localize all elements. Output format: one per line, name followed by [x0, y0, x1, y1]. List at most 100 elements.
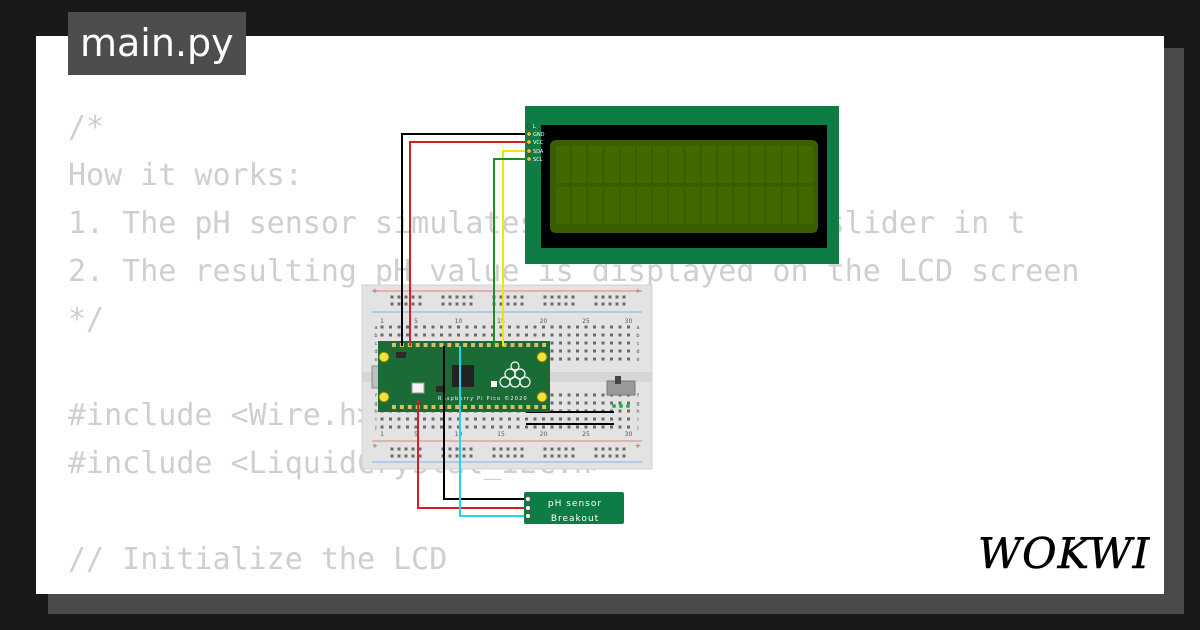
ph-sensor-breakout[interactable]: pH sensor Breakout	[524, 492, 624, 524]
lcd-char-cell	[604, 146, 619, 183]
lcd-char-cell	[620, 187, 635, 224]
lcd-char-cell	[556, 187, 570, 224]
bootsel-button[interactable]	[411, 382, 425, 394]
pico-pin[interactable]	[407, 405, 412, 409]
breadboard-row-letter: c	[375, 341, 378, 347]
pico-pin[interactable]	[526, 343, 531, 347]
lcd-char-cell	[799, 187, 813, 224]
breadboard-column-number: 10	[455, 431, 463, 438]
raspberry-pi-pico[interactable]: Raspberry Pi Pico ©2020	[371, 341, 550, 412]
pico-pin[interactable]	[392, 343, 396, 347]
lcd-char-cell	[718, 187, 732, 224]
lcd-char-cell	[637, 187, 651, 224]
pico-pin[interactable]	[526, 405, 531, 409]
pico-pin[interactable]	[463, 343, 468, 347]
wire-sensor-signal	[459, 346, 528, 517]
lcd-char-cell	[701, 187, 716, 224]
pico-pin[interactable]	[486, 343, 491, 347]
lcd-pin[interactable]	[526, 148, 532, 154]
lcd-char-cell	[750, 146, 765, 183]
pico-pin[interactable]	[510, 405, 515, 409]
wire-lcd-gnd	[401, 133, 528, 346]
breadboard-column-number: 30	[625, 318, 633, 325]
lcd-char-cell	[718, 146, 732, 183]
pico-pin[interactable]	[399, 405, 404, 409]
pico-pin[interactable]	[431, 405, 436, 409]
pico-pin[interactable]	[423, 405, 428, 409]
lcd-char-cell	[685, 146, 700, 183]
wokwi-logo: WOKWI	[978, 529, 1150, 576]
pico-pin[interactable]	[502, 343, 507, 347]
lcd-pin-label: SCL	[533, 157, 543, 163]
breadboard-row-letter: b	[374, 333, 377, 339]
pico-pin[interactable]	[471, 343, 475, 347]
breadboard-row-letter: i	[375, 417, 376, 423]
lcd-char-cell	[572, 187, 587, 224]
pico-pin[interactable]	[486, 405, 491, 409]
breadboard-row-letter: g	[636, 401, 639, 407]
lcd-pin[interactable]	[526, 156, 532, 162]
pico-pin[interactable]	[463, 405, 468, 409]
pico-pin[interactable]	[392, 405, 396, 409]
pico-pin[interactable]	[455, 405, 460, 409]
breadboard-row-letter: f	[637, 393, 639, 399]
pico-pin[interactable]	[455, 343, 460, 347]
breadboard-column-number: 15	[497, 318, 505, 325]
pico-pin[interactable]	[478, 405, 483, 409]
svg-text:+: +	[372, 287, 378, 295]
lcd-pin[interactable]	[526, 139, 532, 145]
pico-pin[interactable]	[431, 343, 436, 347]
pico-pin[interactable]	[415, 343, 420, 347]
pico-pin[interactable]	[478, 343, 483, 347]
lcd-char-cell	[572, 146, 587, 183]
breadboard-row-letter: g	[374, 401, 377, 407]
code-line: How it works:	[68, 158, 303, 193]
lcd-pin-label: VCC	[533, 140, 544, 146]
pico-pin[interactable]	[518, 343, 523, 347]
pico-pin[interactable]	[447, 343, 452, 347]
file-tab[interactable]: main.py	[68, 12, 246, 75]
breadboard-column-number: 25	[582, 431, 590, 438]
pico-pin[interactable]	[494, 405, 499, 409]
breadboard-column-number: 5	[414, 318, 418, 325]
pico-pin[interactable]	[494, 343, 499, 347]
pico-pin[interactable]	[423, 343, 428, 347]
breadboard-row-letter: d	[636, 349, 639, 355]
pico-pin[interactable]	[439, 343, 444, 347]
ph-sensor-label-line1: pH sensor	[548, 499, 602, 509]
breadboard-row-letter: e	[374, 357, 377, 363]
svg-text:+: +	[635, 287, 641, 295]
lcd-char-cell	[766, 146, 781, 183]
pico-pin[interactable]	[542, 343, 547, 347]
lcd-pin[interactable]	[526, 123, 532, 129]
rp2040-chip	[452, 365, 474, 387]
breadboard-row-letter: e	[636, 357, 639, 363]
lcd-pin-label: SDA	[533, 149, 544, 155]
lcd-char-cell	[588, 187, 603, 224]
lcd-char-cell	[620, 146, 635, 183]
pico-pin[interactable]	[439, 405, 444, 409]
pico-pin[interactable]	[510, 343, 515, 347]
pico-pin[interactable]	[518, 405, 523, 409]
code-line: LiquidCrystal_I2C lcd(0x27, 20, 4);	[68, 584, 1079, 594]
lcd-char-cell	[685, 187, 700, 224]
lcd-char-cell	[604, 187, 619, 224]
breadboard-row-letter: a	[636, 325, 639, 331]
pico-pin[interactable]	[534, 343, 539, 347]
breadboard-column-number: 20	[540, 431, 548, 438]
pico-pin[interactable]	[447, 405, 452, 409]
pico-pin[interactable]	[542, 405, 547, 409]
breadboard-row-letter: a	[374, 325, 377, 331]
pico-pin[interactable]	[502, 405, 507, 409]
pico-pin[interactable]	[534, 405, 539, 409]
lcd-pin[interactable]	[526, 131, 532, 137]
wire-sensor-gnd	[443, 346, 528, 500]
pico-pin[interactable]	[471, 405, 475, 409]
wokwi-logo-text: WOKWI	[978, 529, 1150, 576]
svg-text:+: +	[372, 442, 378, 450]
